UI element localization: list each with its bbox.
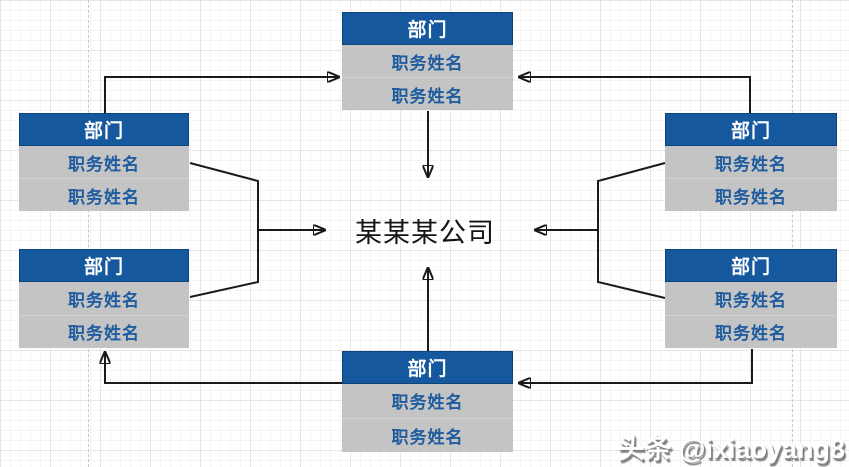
dept-role-row: 职务姓名 — [342, 77, 513, 110]
dept-box-body: 职务姓名 职务姓名 — [342, 45, 513, 110]
dept-role-row: 职务姓名 — [19, 314, 189, 349]
dept-box-header: 部门 — [19, 249, 189, 282]
dept-role-row: 职务姓名 — [665, 178, 837, 211]
dept-role-row: 职务姓名 — [715, 290, 787, 310]
dept-box-bottom-center[interactable]: 部门 职务姓名 职务姓名 — [342, 351, 513, 452]
dept-box-left-top[interactable]: 部门 职务姓名 职务姓名 — [19, 113, 189, 211]
dept-box-top-center[interactable]: 部门 职务姓名 职务姓名 — [342, 12, 513, 110]
dept-box-right-top[interactable]: 部门 职务姓名 职务姓名 — [665, 113, 837, 211]
dept-box-header: 部门 — [342, 351, 513, 384]
dept-role-row: 职务姓名 — [68, 154, 140, 174]
page-boundary-guide — [792, 0, 793, 467]
arrow-lefttop-to-topcenter — [104, 77, 338, 113]
dept-role-row: 职务姓名 — [391, 393, 464, 413]
dept-box-body: 职务姓名 职务姓名 — [19, 146, 189, 211]
dept-role-row: 职务姓名 — [68, 290, 140, 310]
arrow-righttop-to-topcenter — [520, 77, 751, 113]
dept-role-row: 职务姓名 — [391, 53, 464, 73]
arrow-rightbottom-to-bottomcenter — [520, 349, 753, 383]
watermark-text: 头条 @ixiaoyang8 — [617, 434, 845, 464]
page-boundary-guide — [88, 0, 89, 467]
dept-box-header: 部门 — [665, 249, 837, 282]
dept-role-row: 职务姓名 — [19, 178, 189, 211]
dept-role-row: 职务姓名 — [342, 417, 513, 453]
arrow-bottomcenter-to-leftbottom — [105, 353, 342, 384]
dept-box-header: 部门 — [342, 12, 513, 45]
bracket-right-boxes — [597, 162, 666, 299]
dept-role-row: 职务姓名 — [715, 154, 787, 174]
dept-box-header: 部门 — [19, 113, 189, 146]
company-label[interactable]: 某某某公司 — [355, 218, 495, 248]
dept-box-right-bottom[interactable]: 部门 职务姓名 职务姓名 — [665, 249, 837, 348]
dept-role-row: 职务姓名 — [665, 314, 837, 349]
dept-box-header: 部门 — [665, 113, 837, 146]
dept-box-body: 职务姓名 职务姓名 — [342, 384, 513, 452]
dept-box-body: 职务姓名 职务姓名 — [19, 282, 189, 348]
dept-box-body: 职务姓名 职务姓名 — [665, 282, 837, 348]
bracket-left-boxes — [189, 162, 259, 298]
dept-box-left-bottom[interactable]: 部门 职务姓名 职务姓名 — [19, 249, 189, 348]
dept-box-body: 职务姓名 职务姓名 — [665, 146, 837, 211]
